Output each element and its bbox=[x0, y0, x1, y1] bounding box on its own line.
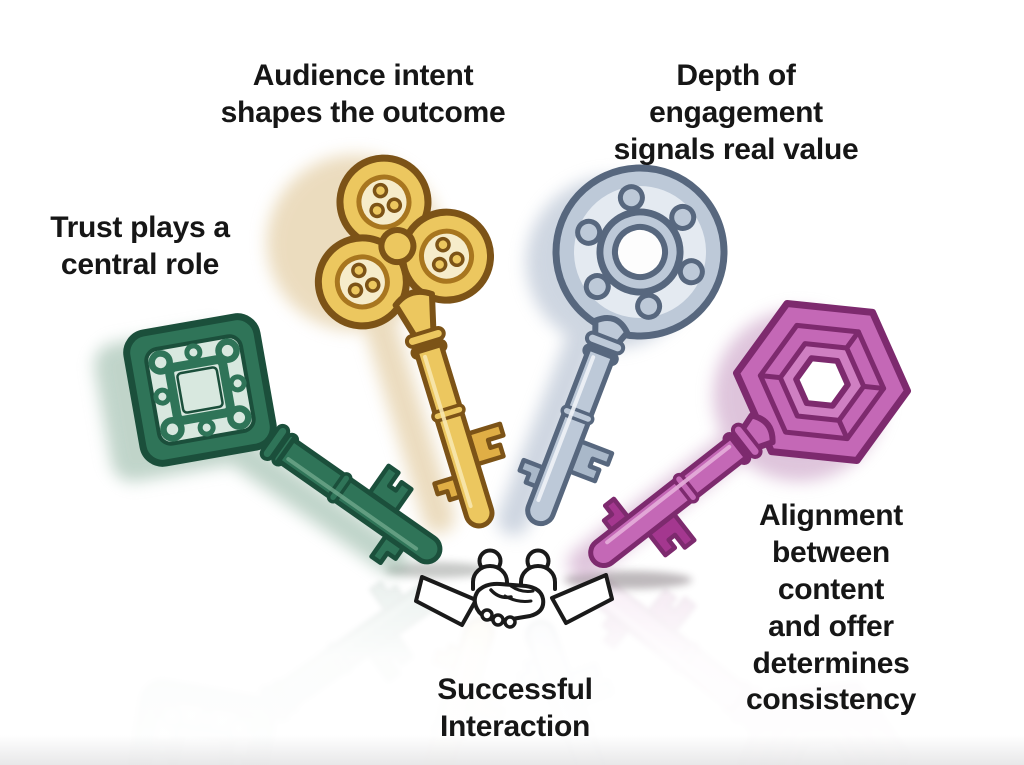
label-audience-intent: Audience intent shapes the outcome bbox=[220, 59, 506, 129]
label-successful-interaction: Successful Interaction bbox=[437, 673, 593, 743]
right-sleeve bbox=[550, 573, 614, 625]
label-alignment: Alignment between content and offer dete… bbox=[745, 499, 917, 717]
floor-edge bbox=[0, 735, 1024, 765]
left-sleeve bbox=[414, 575, 478, 627]
green-key-contact-shadow bbox=[385, 562, 489, 578]
person-icon-right bbox=[519, 548, 557, 591]
label-trust: Trust plays a central role bbox=[50, 211, 230, 281]
handshake-icon bbox=[414, 548, 614, 629]
label-depth-engagement: Depth of engagement signals real value bbox=[613, 59, 859, 166]
